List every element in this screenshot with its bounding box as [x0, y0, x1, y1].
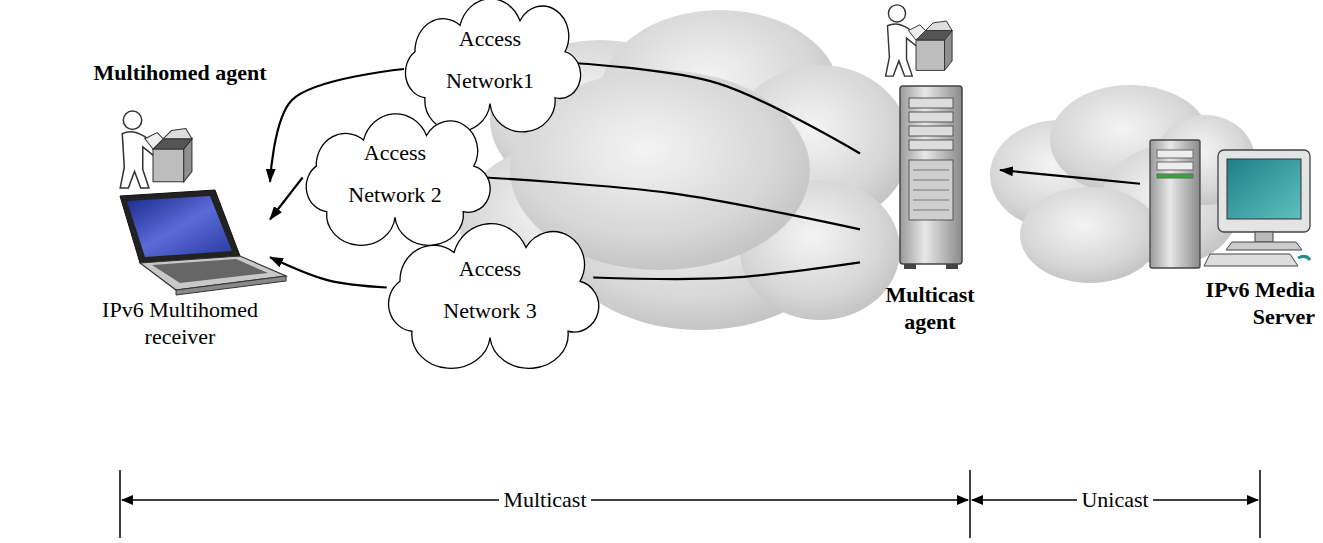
cloud-outline	[290, 115, 500, 229]
network-cloud	[990, 85, 1255, 283]
multicast-agent-figure: Multicast agent	[860, 5, 1000, 335]
media-server-figure: IPv6 Media Server	[1140, 135, 1315, 330]
network-label: Access Network 2	[340, 132, 450, 216]
cloud-outline	[389, 224, 599, 369]
caption-label: IPv6 Media Server	[1140, 277, 1315, 330]
server-tower	[900, 86, 962, 269]
agent-icon	[120, 111, 192, 188]
heading-label: Multihomed agent	[90, 60, 270, 86]
access-network-cloud: Access Network 2	[290, 115, 500, 229]
network-path	[270, 177, 303, 219]
cloud-outline	[370, 225, 610, 350]
scope-bracket	[120, 470, 1260, 538]
access-network-cloud: Access Network1	[390, 0, 590, 115]
network-path	[593, 262, 860, 279]
cloud-outline	[405, 0, 580, 132]
receiver-figure: Multihomed agentIPv6 Multihomed receiver	[90, 60, 270, 350]
scope-label: Multicast	[499, 487, 590, 513]
network-path	[270, 257, 387, 287]
network-path	[485, 177, 860, 229]
scope-label: Unicast	[1077, 487, 1152, 513]
network-path	[576, 63, 860, 153]
cloud-outline	[390, 0, 590, 115]
media-server-computer	[1150, 140, 1310, 268]
network-path	[1000, 170, 1140, 184]
laptop-icon	[120, 190, 286, 295]
caption-label: Multicast agent	[860, 282, 1000, 335]
caption-label: IPv6 Multihomed receiver	[90, 297, 270, 350]
cloud-outline	[306, 114, 490, 246]
network-label: Access Network 3	[435, 248, 545, 332]
network-label: Access Network1	[435, 18, 545, 102]
agent-icon	[886, 5, 953, 76]
access-network-cloud: Access Network 3	[370, 225, 610, 350]
